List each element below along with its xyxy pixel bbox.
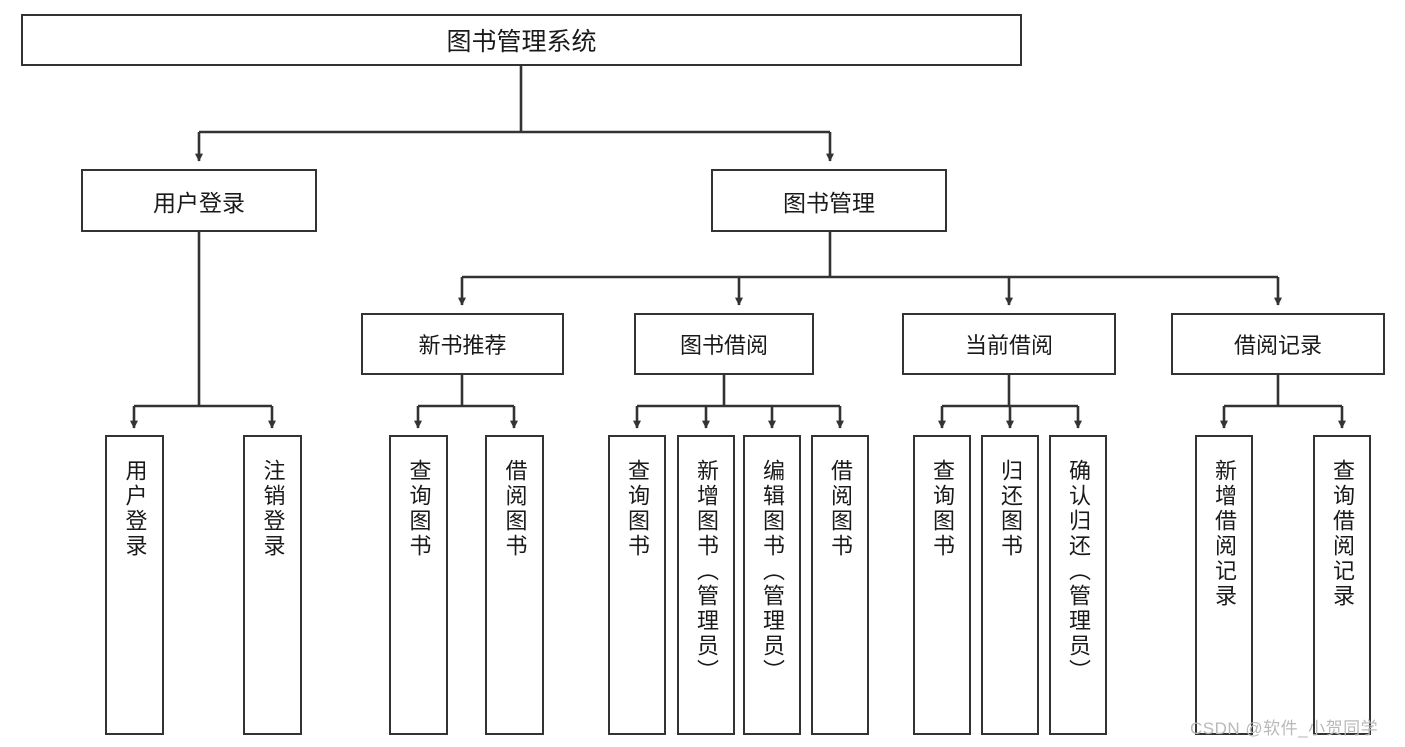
node-book-management-label: 图书管理: [783, 189, 875, 216]
leaf-node-label: 查询图书: [625, 459, 650, 559]
leaf-node[interactable]: 查询图书: [913, 435, 971, 735]
leaf-node-label: 查询图书: [930, 459, 955, 559]
leaf-node-label: 归还图书: [998, 459, 1023, 559]
node-current-borrow-label: 当前借阅: [964, 333, 1053, 358]
node-new-book-recommend[interactable]: 新书推荐: [361, 313, 564, 375]
leaf-node[interactable]: 注销登录: [243, 435, 302, 735]
leaf-node[interactable]: 查询图书: [608, 435, 666, 735]
node-new-book-recommend-label: 新书推荐: [418, 333, 507, 358]
node-book-borrow-label: 图书借阅: [679, 333, 768, 358]
leaf-node-label: 查询借阅记录: [1330, 459, 1355, 609]
leaf-node[interactable]: 确认归还（管理员）: [1049, 435, 1107, 735]
node-borrow-record[interactable]: 借阅记录: [1171, 313, 1385, 375]
leaf-node[interactable]: 编辑图书（管理员）: [743, 435, 801, 735]
node-root-label: 图书管理系统: [446, 28, 597, 56]
csdn-watermark: CSDN @软件_小贺同学: [1190, 719, 1379, 738]
node-book-management[interactable]: 图书管理: [711, 169, 947, 232]
node-book-borrow[interactable]: 图书借阅: [634, 313, 814, 375]
leaf-node[interactable]: 用户登录: [105, 435, 164, 735]
node-current-borrow[interactable]: 当前借阅: [902, 313, 1116, 375]
node-root[interactable]: 图书管理系统: [21, 14, 1022, 66]
leaf-node-label: 新增借阅记录: [1212, 459, 1237, 609]
leaf-node-label: 用户登录: [122, 459, 148, 559]
node-user-login[interactable]: 用户登录: [81, 169, 317, 232]
leaf-node-label: 新增图书（管理员）: [694, 459, 719, 684]
leaf-node[interactable]: 归还图书: [981, 435, 1039, 735]
leaf-node-label: 借阅图书: [502, 459, 528, 559]
leaf-node-label: 查询图书: [406, 459, 432, 559]
leaf-node-label: 编辑图书（管理员）: [760, 459, 785, 684]
node-user-login-label: 用户登录: [153, 189, 245, 216]
leaf-node[interactable]: 查询借阅记录: [1313, 435, 1371, 735]
node-borrow-record-label: 借阅记录: [1233, 333, 1322, 358]
leaf-node[interactable]: 新增借阅记录: [1195, 435, 1253, 735]
leaf-node[interactable]: 借阅图书: [485, 435, 544, 735]
leaf-node-label: 注销登录: [260, 459, 286, 559]
leaf-node[interactable]: 新增图书（管理员）: [677, 435, 735, 735]
leaf-node[interactable]: 借阅图书: [811, 435, 869, 735]
leaf-node-label: 确认归还（管理员）: [1066, 459, 1091, 684]
leaf-node[interactable]: 查询图书: [389, 435, 448, 735]
leaf-node-label: 借阅图书: [828, 459, 853, 559]
